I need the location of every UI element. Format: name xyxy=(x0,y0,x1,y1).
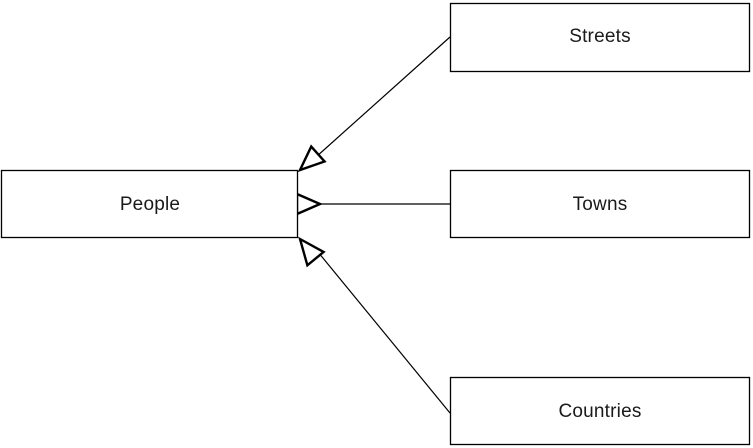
entity-streets[interactable]: Streets xyxy=(449,2,751,73)
entity-people-box[interactable] xyxy=(0,169,299,239)
entity-streets-box[interactable] xyxy=(449,2,751,73)
entity-towns-box[interactable] xyxy=(449,169,751,239)
entity-people-label: People xyxy=(120,194,180,215)
entity-people[interactable]: People xyxy=(0,169,299,239)
entity-countries-box[interactable] xyxy=(449,376,751,446)
connector-people-streets-line[interactable] xyxy=(315,36,451,158)
connector-lines xyxy=(315,36,451,414)
arrowhead-people-streets-icon[interactable] xyxy=(293,144,327,178)
entity-towns-label: Towns xyxy=(573,194,628,215)
entity-countries[interactable]: Countries xyxy=(449,376,751,446)
entity-streets-label: Streets xyxy=(569,26,631,47)
entity-countries-label: Countries xyxy=(558,401,641,422)
entity-towns[interactable]: Towns xyxy=(449,169,751,239)
arrowhead-people-countries-icon[interactable] xyxy=(291,233,326,268)
connector-people-countries-line[interactable] xyxy=(317,251,451,414)
arrowhead-people-towns-icon[interactable] xyxy=(295,192,324,216)
